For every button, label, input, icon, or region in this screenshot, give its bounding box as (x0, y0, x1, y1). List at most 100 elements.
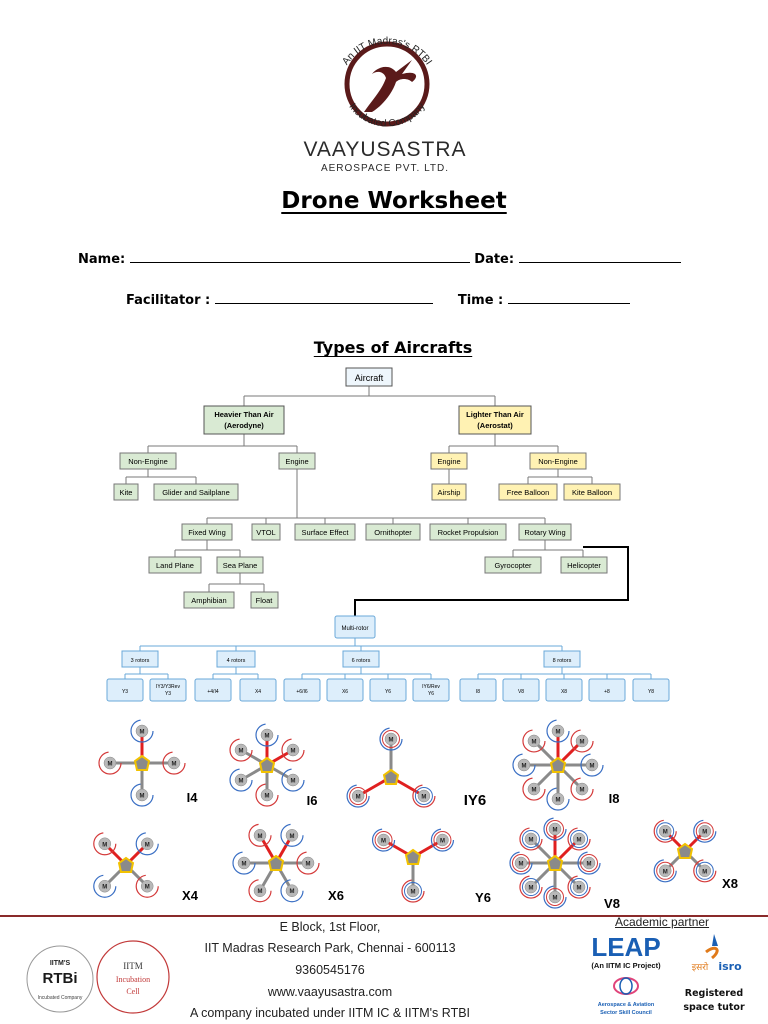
layout-label: X8 (722, 876, 738, 891)
motor-label: M (556, 730, 561, 736)
motor-label: M (265, 734, 270, 740)
propeller-icon (296, 851, 320, 875)
layout-label: I4 (187, 790, 199, 805)
svg-text:3 rotors: 3 rotors (131, 658, 150, 664)
motor-label: M (381, 839, 386, 845)
motor-icon (234, 773, 248, 787)
svg-text:Land Plane: Land Plane (156, 561, 194, 570)
propeller-icon (93, 874, 117, 898)
svg-text:Free Balloon: Free Balloon (507, 488, 550, 497)
bird-icon (364, 60, 417, 112)
motor-icon (285, 884, 299, 897)
motor-label: M (265, 794, 270, 800)
tree-node-config-4: +6/I6 (283, 678, 321, 702)
config-label: Y6 (428, 691, 434, 697)
motor-icon (417, 789, 431, 803)
motor-label: M (531, 739, 536, 745)
propeller-icon (695, 861, 714, 880)
motor-icon (698, 864, 712, 878)
footer-website[interactable]: www.vaayusastra.com (267, 985, 393, 999)
motor-icon (575, 782, 589, 796)
motor-icon (286, 743, 300, 757)
propeller-icon (653, 859, 677, 883)
tree-node-rocket-propulsion: Rocket Propulsion (429, 523, 507, 541)
layout-label: I8 (609, 791, 620, 806)
propeller-icon (379, 727, 403, 751)
facilitator-field[interactable] (214, 292, 433, 304)
config-label: +8 (604, 689, 610, 695)
motor-label: M (258, 834, 263, 840)
svg-text:space tutor: space tutor (683, 1002, 745, 1013)
facilitator-row: Facilitator : Time : (126, 292, 630, 308)
svg-text:Engine: Engine (437, 457, 460, 466)
motor-label: M (528, 837, 533, 843)
motor-label: M (306, 862, 311, 868)
config-label: +4/I4 (207, 689, 218, 695)
propeller-icon (280, 879, 304, 903)
name-label: Name: (78, 252, 126, 267)
propeller-icon (522, 729, 546, 753)
svg-text:Incubation: Incubation (116, 975, 150, 984)
tree-node-config-11: +8 (588, 678, 626, 702)
tree-node-sea-plane: Sea Plane (216, 556, 264, 574)
tree-node-ornithopter: Ornithopter (365, 523, 421, 541)
motor-icon (551, 792, 565, 806)
tree-node-airship: Airship (431, 483, 467, 501)
tree-node-heavier-than-air: Heavier Than Air (Aerodyne) (203, 405, 285, 435)
motor-icon (524, 832, 538, 846)
motor-icon (234, 743, 248, 757)
tree-node-amphibian: Amphibian (183, 591, 235, 609)
motor-icon (253, 829, 267, 842)
motor-label: M (587, 862, 592, 868)
motor-icon (551, 724, 565, 738)
motor-label: M (140, 794, 145, 800)
motor-label: M (290, 834, 295, 840)
asc-icon (613, 977, 639, 995)
svg-text:Helicopter: Helicopter (567, 561, 601, 570)
svg-text:Fixed Wing: Fixed Wing (188, 528, 226, 537)
vaayusastra-logo: An IIT Madras's RTBI Incubated Company (340, 36, 433, 130)
hub-icon (549, 756, 567, 773)
layout-label: I6 (307, 793, 318, 808)
propeller-icon (519, 875, 543, 899)
svg-text:Kite: Kite (120, 488, 133, 497)
propeller-icon (232, 851, 256, 875)
motor-label: M (242, 862, 247, 868)
propeller-icon (382, 730, 400, 748)
propeller-icon (433, 831, 452, 849)
svg-text:8 rotors: 8 rotors (553, 658, 572, 664)
svg-text:(Aerodyne): (Aerodyne) (224, 421, 264, 430)
propeller-icon (229, 768, 253, 792)
tree-node-engine: Engine (278, 452, 316, 470)
motor-label: M (140, 730, 145, 736)
propeller-icon (580, 854, 598, 872)
time-field[interactable] (507, 292, 630, 304)
propeller-icon (580, 753, 604, 777)
motor-label: M (553, 896, 558, 902)
motor-label: M (290, 889, 295, 895)
propeller-icon (543, 885, 567, 909)
date-field[interactable] (518, 251, 681, 263)
motor-icon (436, 833, 449, 847)
tree-node-lighter-engine: Engine (430, 452, 468, 470)
propeller-icon (570, 878, 589, 897)
propeller-icon (130, 719, 154, 743)
propeller-icon (656, 861, 675, 880)
motor-label: M (102, 885, 107, 891)
propeller-icon (656, 822, 675, 841)
rtbi-logo: IITM'S RTBi Incubated Company (26, 945, 94, 1013)
layout-label: IY6 (464, 792, 487, 809)
name-field[interactable] (129, 251, 470, 263)
name-row: Name: Date: (78, 251, 681, 267)
tree-node-surface-effect: Surface Effect (294, 523, 356, 541)
iitm-incubation-cell-logo: IITM Incubation Cell (96, 940, 170, 1014)
motor-label: M (102, 842, 107, 848)
propeller-icon (570, 729, 594, 753)
svg-text:IITM'S: IITM'S (50, 960, 71, 967)
